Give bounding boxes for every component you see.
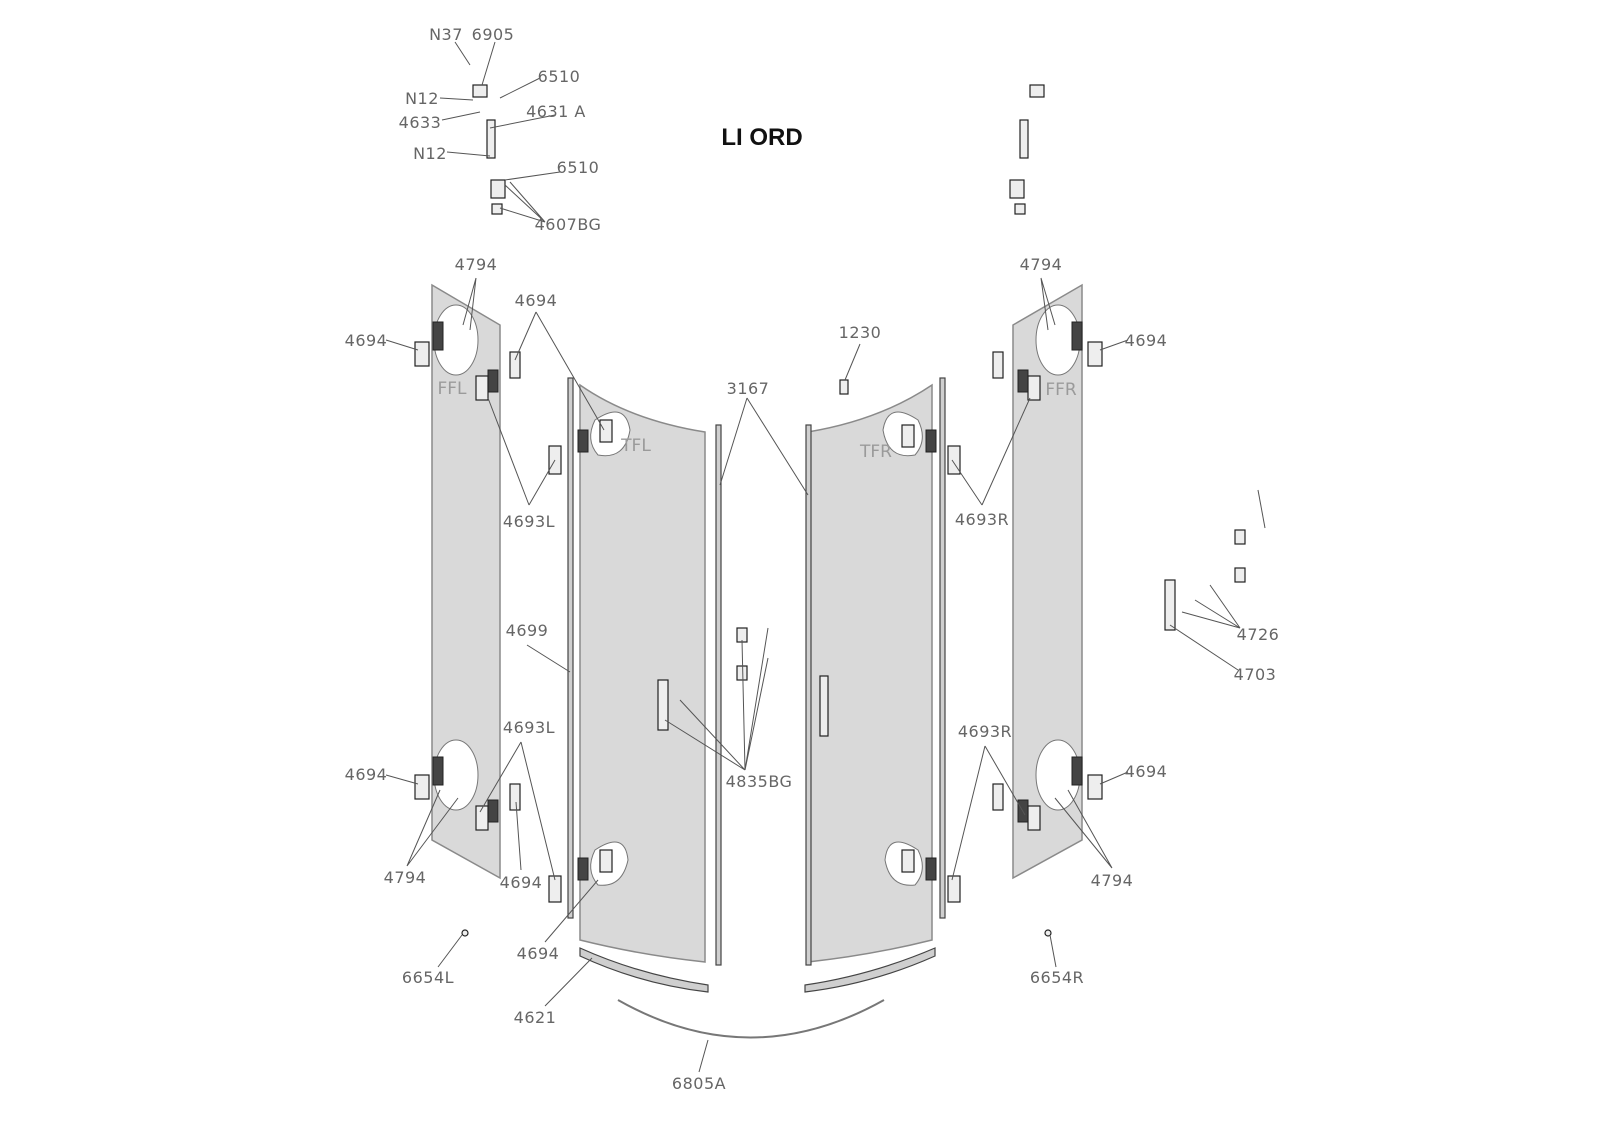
part-label: 4633	[399, 113, 442, 132]
part-label: N12	[413, 144, 447, 163]
zone-label-ffl: FFL	[437, 379, 467, 399]
door-panel-right	[807, 383, 933, 963]
part-label: 4693R	[955, 510, 1009, 529]
part-label: 4835BG	[726, 772, 793, 791]
part-label: 4694	[1125, 762, 1168, 781]
part-label: 4694	[1125, 331, 1168, 350]
part-label: 4607BG	[535, 215, 602, 234]
part-label: 6805A	[672, 1074, 726, 1093]
fixed-panel-left	[431, 283, 501, 880]
part-label: 6510	[557, 158, 600, 177]
part-label: 4693L	[503, 718, 555, 737]
seal-strip-3167-left	[715, 424, 722, 966]
part-label: 4693R	[958, 722, 1012, 741]
part-label: 6510	[538, 67, 581, 86]
hardware-group	[414, 84, 1246, 937]
part-label: 4694	[517, 944, 560, 963]
part-label: 1230	[839, 323, 882, 342]
part-labels: N37 6905 6510 N12 4633 4631 A N12 6510 4…	[345, 25, 1280, 1093]
part-label: 4794	[1091, 871, 1134, 890]
leader-lines	[385, 41, 1266, 1073]
seal-strip-right	[939, 377, 946, 919]
bottom-seal-4621-right	[804, 947, 936, 993]
seal-strip-3167-right	[805, 424, 812, 966]
part-label: 4694	[345, 765, 388, 784]
part-label: 4694	[345, 331, 388, 350]
part-label: 4621	[514, 1008, 557, 1027]
zone-label-ffr: FFR	[1045, 380, 1077, 400]
part-label: 4631 A	[526, 102, 586, 121]
part-label: 4794	[455, 255, 498, 274]
part-label: 6905	[472, 25, 515, 44]
part-label: 4694	[515, 291, 558, 310]
part-label: N12	[405, 89, 439, 108]
part-label: 4699	[506, 621, 549, 640]
threshold-6805a	[617, 999, 885, 1039]
bottom-seal-4621-left	[579, 947, 709, 993]
seal-strip-4699	[567, 377, 574, 919]
part-label: N37	[429, 25, 463, 44]
zone-label-tfr: TFR	[859, 442, 892, 462]
part-label: 4703	[1234, 665, 1277, 684]
part-label: 3167	[727, 379, 770, 398]
door-panel-left	[579, 383, 706, 963]
diagram-title: LI ORD	[721, 124, 802, 151]
part-label: 6654L	[402, 968, 454, 987]
part-label: 6654R	[1030, 968, 1084, 987]
zone-label-tfl: TFL	[620, 436, 651, 456]
fixed-panel-right	[1012, 283, 1083, 880]
part-label: 4726	[1237, 625, 1280, 644]
part-label: 4694	[500, 873, 543, 892]
part-label: 4794	[1020, 255, 1063, 274]
part-label: 4794	[384, 868, 427, 887]
part-label: 4693L	[503, 512, 555, 531]
